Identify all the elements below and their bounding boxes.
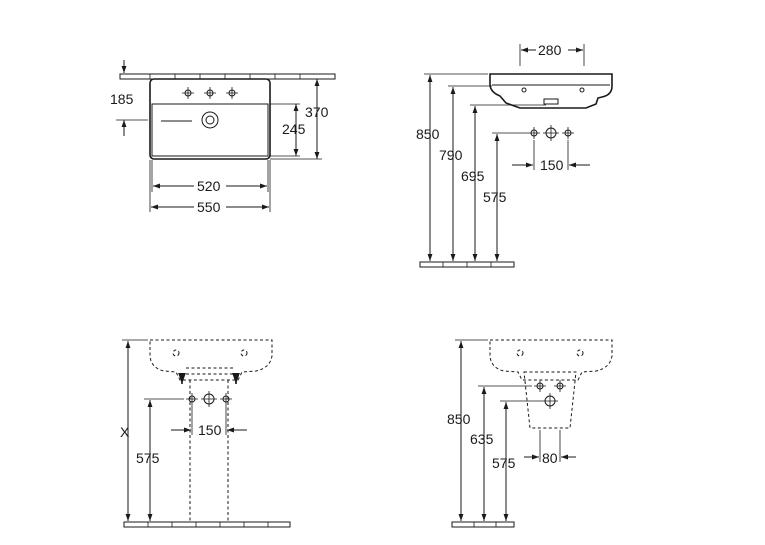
dim-80-label: 80 — [542, 450, 558, 466]
pedestal-column — [189, 380, 229, 522]
dim-245: 245 — [270, 103, 306, 157]
dim-x-label: X — [120, 424, 130, 440]
fixing-hole-left — [521, 87, 527, 93]
dim-790: 790 — [439, 85, 492, 261]
side-view: 280 850 790 695 575 — [416, 42, 613, 268]
dim-575-semi: 575 — [492, 400, 542, 521]
dim-695: 695 — [461, 104, 546, 261]
supply-connections-semi — [534, 380, 566, 409]
floor-band-pedestal — [123, 521, 291, 528]
semi-pedestal-front-view: 850 635 575 80 — [447, 339, 613, 528]
dim-850-semi: 850 — [447, 339, 488, 521]
dim-150-side-label: 150 — [540, 157, 564, 173]
fixing-hole-left-pedestal — [172, 349, 180, 357]
dim-575-side-label: 575 — [483, 189, 507, 205]
tap-holes — [182, 87, 238, 99]
dim-280-label: 280 — [538, 42, 562, 58]
dim-575-pedestal-label: 575 — [136, 450, 160, 466]
waste-outlet — [201, 111, 219, 129]
floor-hatch — [442, 262, 492, 267]
dim-370-label: 370 — [305, 104, 329, 120]
bowl-outline — [151, 103, 269, 157]
dim-520-label: 520 — [197, 178, 221, 194]
dim-370: 370 — [270, 78, 329, 160]
dim-520: 520 — [151, 160, 269, 194]
dim-550-label: 550 — [197, 199, 221, 215]
dim-850-semi-label: 850 — [447, 411, 471, 427]
dim-185: 185 — [110, 60, 148, 136]
basin-outline-semi-pedestal — [489, 339, 613, 381]
supply-connections-pedestal — [186, 391, 232, 407]
pedestal-front-view: X 575 150 — [120, 339, 291, 528]
floor-band-semi — [451, 521, 515, 528]
wall-hatch — [149, 74, 301, 79]
basin-front-outline — [489, 73, 613, 109]
top-view: 185 370 245 520 55 — [110, 60, 336, 215]
dim-185-label: 185 — [110, 91, 134, 107]
dim-850-side-label: 850 — [416, 126, 440, 142]
fixing-hole-right-pedestal — [240, 349, 248, 357]
dim-850-side: 850 — [416, 73, 488, 261]
dim-150-side: 150 — [512, 140, 590, 173]
supply-connections-side — [528, 125, 574, 141]
pedestal-top-ring — [186, 367, 234, 375]
dim-635: 635 — [470, 385, 532, 521]
dim-790-label: 790 — [439, 147, 463, 163]
floor-hatch-pedestal — [147, 522, 269, 527]
dim-280: 280 — [519, 42, 585, 66]
dim-150-pedestal-label: 150 — [198, 422, 222, 438]
dim-x: X — [120, 339, 148, 521]
waste-inner — [205, 115, 215, 125]
fixing-hole-right — [579, 87, 585, 93]
dim-575-semi-label: 575 — [492, 455, 516, 471]
dim-575-pedestal: 575 — [136, 398, 184, 521]
basin-outline — [149, 78, 271, 160]
waste-stub — [543, 98, 559, 105]
fixing-hole-right-semi — [576, 349, 584, 357]
dim-695-label: 695 — [461, 168, 485, 184]
dim-575-side: 575 — [483, 132, 528, 261]
dim-550: 550 — [149, 160, 271, 215]
fixing-hole-left-semi — [516, 349, 524, 357]
semi-pedestal-cover — [523, 371, 577, 429]
dim-635-label: 635 — [470, 431, 494, 447]
floor-hatch-semi — [473, 522, 497, 527]
dim-80: 80 — [524, 430, 576, 466]
dim-150-pedestal: 150 — [171, 405, 247, 438]
dim-245-label: 245 — [282, 121, 306, 137]
